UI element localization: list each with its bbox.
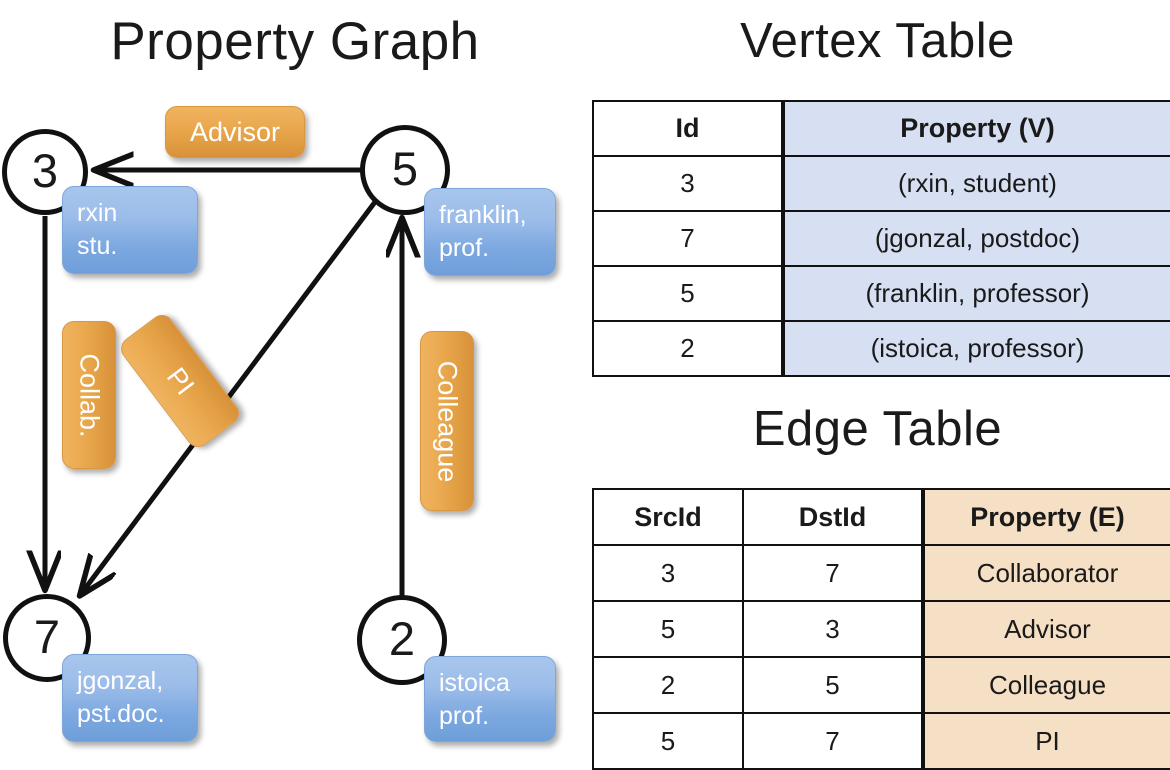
node-property-line-2: prof. [439, 702, 490, 730]
edge-label-collab-text: Collab. [74, 352, 105, 438]
table-row[interactable]: 5 (franklin, professor) [592, 265, 1170, 322]
page-title-edge-table: Edge Table [752, 402, 1003, 456]
node-property-line-1: rxin [77, 199, 118, 227]
node-property-box-istoica[interactable]: istoica prof. [424, 656, 556, 742]
edge-label-advisor[interactable]: Advisor [165, 106, 305, 158]
edge-table-header-property: Property (E) [921, 488, 1170, 546]
edge-label-colleague[interactable]: Colleague [420, 331, 474, 511]
graph-node-2[interactable]: 2 [357, 595, 447, 685]
vertex-table-header-row: Id Property (V) [592, 100, 1170, 157]
table-row[interactable]: 5 3 Advisor [592, 600, 1170, 658]
edge-dstid-cell: 7 [742, 544, 924, 602]
edge-property-cell: Collaborator [921, 544, 1170, 602]
node-property-box-jgonzal[interactable]: jgonzal, pst.doc. [62, 654, 198, 742]
edge-dstid-cell: 5 [742, 656, 924, 714]
graph-node-5-label: 5 [391, 141, 419, 195]
table-row[interactable]: 3 7 Collaborator [592, 544, 1170, 602]
edge-table-header-dstid: DstId [742, 488, 924, 546]
edge-property-cell: Colleague [921, 656, 1170, 714]
vertex-property-cell: (jgonzal, postdoc) [781, 210, 1170, 267]
vertex-id-cell: 2 [592, 320, 784, 377]
edge-srcid-cell: 2 [592, 656, 744, 714]
property-graph-diagram: 3 5 7 2 rxin stu. franklin, prof. jgonza… [0, 0, 590, 760]
vertex-table-header-property: Property (V) [781, 100, 1170, 157]
edge-dstid-cell: 3 [742, 600, 924, 658]
graph-node-5[interactable]: 5 [360, 125, 450, 215]
vertex-id-cell: 5 [592, 265, 784, 322]
node-property-line-2: pst.doc. [77, 700, 165, 728]
edge-srcid-cell: 5 [592, 600, 744, 658]
edge-table-header-row: SrcId DstId Property (E) [592, 488, 1170, 546]
graph-node-7-label: 7 [33, 609, 61, 663]
edge-srcid-cell: 3 [592, 544, 744, 602]
node-property-box-rxin[interactable]: rxin stu. [62, 186, 198, 274]
edge-dstid-cell: 7 [742, 712, 924, 770]
node-property-box-franklin[interactable]: franklin, prof. [424, 188, 556, 276]
edge-label-colleague-text: Colleague [432, 360, 463, 482]
vertex-property-cell: (rxin, student) [781, 155, 1170, 212]
edge-table: SrcId DstId Property (E) 3 7 Collaborato… [592, 488, 1170, 770]
edge-property-cell: PI [921, 712, 1170, 770]
vertex-id-cell: 3 [592, 155, 784, 212]
edge-label-advisor-text: Advisor [189, 116, 281, 147]
node-property-line-1: istoica [439, 669, 510, 697]
graph-node-3-label: 3 [31, 143, 59, 197]
page-title-property-graph: Property Graph [110, 12, 480, 71]
vertex-property-cell: (istoica, professor) [781, 320, 1170, 377]
node-property-line-2: stu. [77, 232, 118, 260]
edge-table-header-srcid: SrcId [592, 488, 744, 546]
vertex-id-cell: 7 [592, 210, 784, 267]
vertex-property-cell: (franklin, professor) [781, 265, 1170, 322]
edge-srcid-cell: 5 [592, 712, 744, 770]
table-row[interactable]: 3 (rxin, student) [592, 155, 1170, 212]
edge-property-cell: Advisor [921, 600, 1170, 658]
table-row[interactable]: 2 (istoica, professor) [592, 320, 1170, 377]
vertex-table: Id Property (V) 3 (rxin, student) 7 (jgo… [592, 100, 1170, 377]
node-property-line-1: jgonzal, [77, 667, 164, 695]
node-property-line-2: prof. [439, 234, 490, 262]
node-property-line-1: franklin, [439, 201, 527, 229]
vertex-table-header-id: Id [592, 100, 784, 157]
graph-node-2-label: 2 [388, 611, 416, 665]
table-row[interactable]: 7 (jgonzal, postdoc) [592, 210, 1170, 267]
edge-label-collab[interactable]: Collab. [62, 321, 116, 469]
edge-label-pi-text: PI [160, 361, 201, 400]
table-row[interactable]: 2 5 Colleague [592, 656, 1170, 714]
table-row[interactable]: 5 7 PI [592, 712, 1170, 770]
page-title-vertex-table: Vertex Table [740, 14, 1015, 68]
